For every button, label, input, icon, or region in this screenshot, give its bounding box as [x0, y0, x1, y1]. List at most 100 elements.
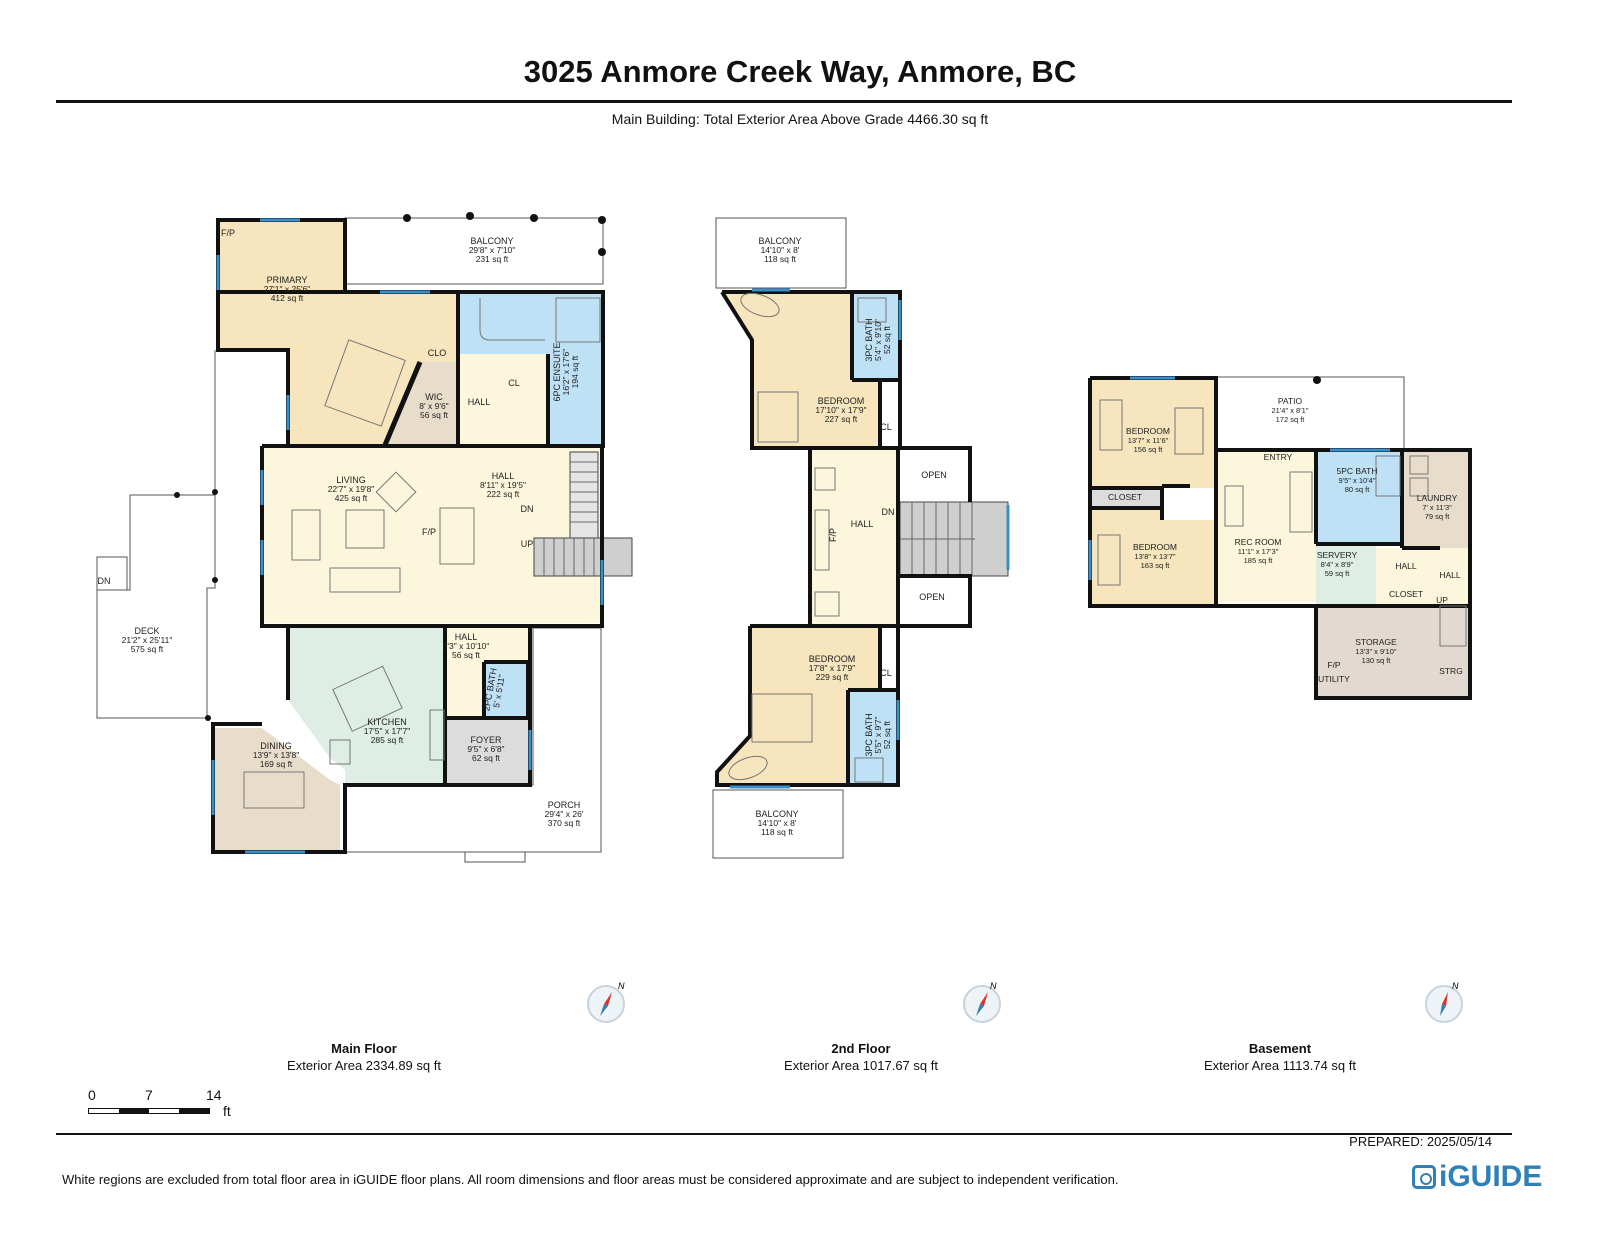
room-hall-upper — [810, 450, 898, 625]
room-label: CL — [880, 422, 892, 432]
room-2pc-bath — [484, 662, 528, 718]
room-basement-hall — [1376, 548, 1470, 604]
room-storage — [1318, 606, 1470, 698]
room-label: DN — [882, 507, 895, 517]
main-walls — [211, 218, 605, 854]
room-label: ENTRY — [1264, 452, 1293, 462]
room-label: F/P — [422, 527, 436, 537]
room-3pc-bath-lower — [848, 692, 898, 785]
porch-step — [464, 851, 526, 863]
room-label: DN — [521, 504, 534, 514]
room-label: 3PC BATH5'4" x 9'10"52 sq ft — [864, 318, 892, 361]
room-servery — [1316, 544, 1376, 604]
room-label: OPEN — [921, 470, 947, 480]
scale-tick-0: 0 — [88, 1087, 96, 1103]
room-laundry — [1402, 452, 1470, 548]
room-dining — [215, 728, 340, 850]
main-windows — [211, 218, 604, 854]
room-ensuite-lower — [548, 354, 603, 446]
title-rule — [56, 100, 1512, 103]
compass-icon: N — [963, 981, 1001, 1023]
scale-tick-14: 14 — [206, 1087, 222, 1103]
scale-segments — [88, 1108, 210, 1114]
room-label: 3PC BATH5'5" x 9'7"52 sq ft — [864, 713, 892, 756]
scale-bar: 0 7 14 ft — [88, 1087, 248, 1127]
room-rec — [1216, 452, 1316, 602]
room-bedroom-b1 — [1092, 380, 1216, 488]
balcony-upper-outline — [715, 217, 847, 289]
balcony-lower-outline — [712, 789, 844, 859]
floor-label-main: Main Floor Exterior Area 2334.89 sq ft — [254, 1040, 474, 1074]
footer-rule — [56, 1133, 1512, 1135]
deck-outline — [96, 494, 216, 719]
second-floor-plan — [712, 217, 1010, 859]
floor-name: Basement — [1248, 1041, 1312, 1056]
room-label: HALL — [468, 397, 491, 407]
room-kitchen — [288, 628, 445, 785]
room-living — [262, 448, 602, 623]
iguide-logo-icon — [1412, 1165, 1436, 1189]
room-label: STRG — [1439, 666, 1463, 676]
room-bedroom-upper — [722, 292, 880, 448]
room-label: HALL — [1439, 570, 1461, 580]
scale-tick-7: 7 — [145, 1087, 153, 1103]
room-label: DN — [98, 576, 111, 586]
basement-plan — [1088, 376, 1472, 700]
room-label: CLOSET — [1389, 589, 1423, 599]
compass-icon: N — [587, 981, 625, 1023]
floor-area: Exterior Area 1113.74 sq ft — [1204, 1058, 1356, 1073]
floor-area: Exterior Area 2334.89 sq ft — [287, 1058, 441, 1073]
room-label: CLO — [428, 348, 447, 358]
room-bedroom-lower — [717, 626, 880, 785]
room-primary — [220, 222, 458, 445]
room-label: HALL — [851, 519, 874, 529]
room-upper-hall — [458, 354, 548, 446]
page-subtitle: Main Building: Total Exterior Area Above… — [611, 111, 989, 127]
deck-stairs — [96, 556, 128, 591]
room-label: CLOSET — [1108, 492, 1142, 502]
scale-unit: ft — [223, 1103, 231, 1119]
floor-label-second: 2nd Floor Exterior Area 1017.67 sq ft — [751, 1040, 971, 1074]
room-closet-b1 — [1092, 488, 1162, 508]
room-label: UTILITY — [1318, 674, 1350, 684]
balcony-posts — [174, 212, 606, 721]
room-label: UP — [521, 539, 534, 549]
room-label: HALL — [1395, 561, 1417, 571]
floor-name: Main Floor — [331, 1041, 397, 1056]
floor-label-basement: Basement Exterior Area 1113.74 sq ft — [1170, 1040, 1390, 1074]
room-foyer — [445, 718, 530, 785]
room-3pc-bath-upper — [852, 292, 900, 380]
room-wic — [385, 362, 458, 445]
room-label: F/P — [1327, 660, 1341, 670]
room-label: UP — [1436, 595, 1448, 605]
compass-label: N — [618, 981, 625, 991]
prepared-date: PREPARED: 2025/05/14 — [1349, 1134, 1492, 1149]
room-ensuite — [458, 294, 603, 354]
room-label: CL — [880, 668, 892, 678]
room-label: CL — [508, 378, 520, 388]
compass-icon: N — [1425, 981, 1463, 1023]
room-label: F/P — [221, 228, 235, 238]
room-label: OPEN — [919, 592, 945, 602]
floor-name: 2nd Floor — [831, 1041, 891, 1056]
patio-outline — [1215, 376, 1405, 451]
